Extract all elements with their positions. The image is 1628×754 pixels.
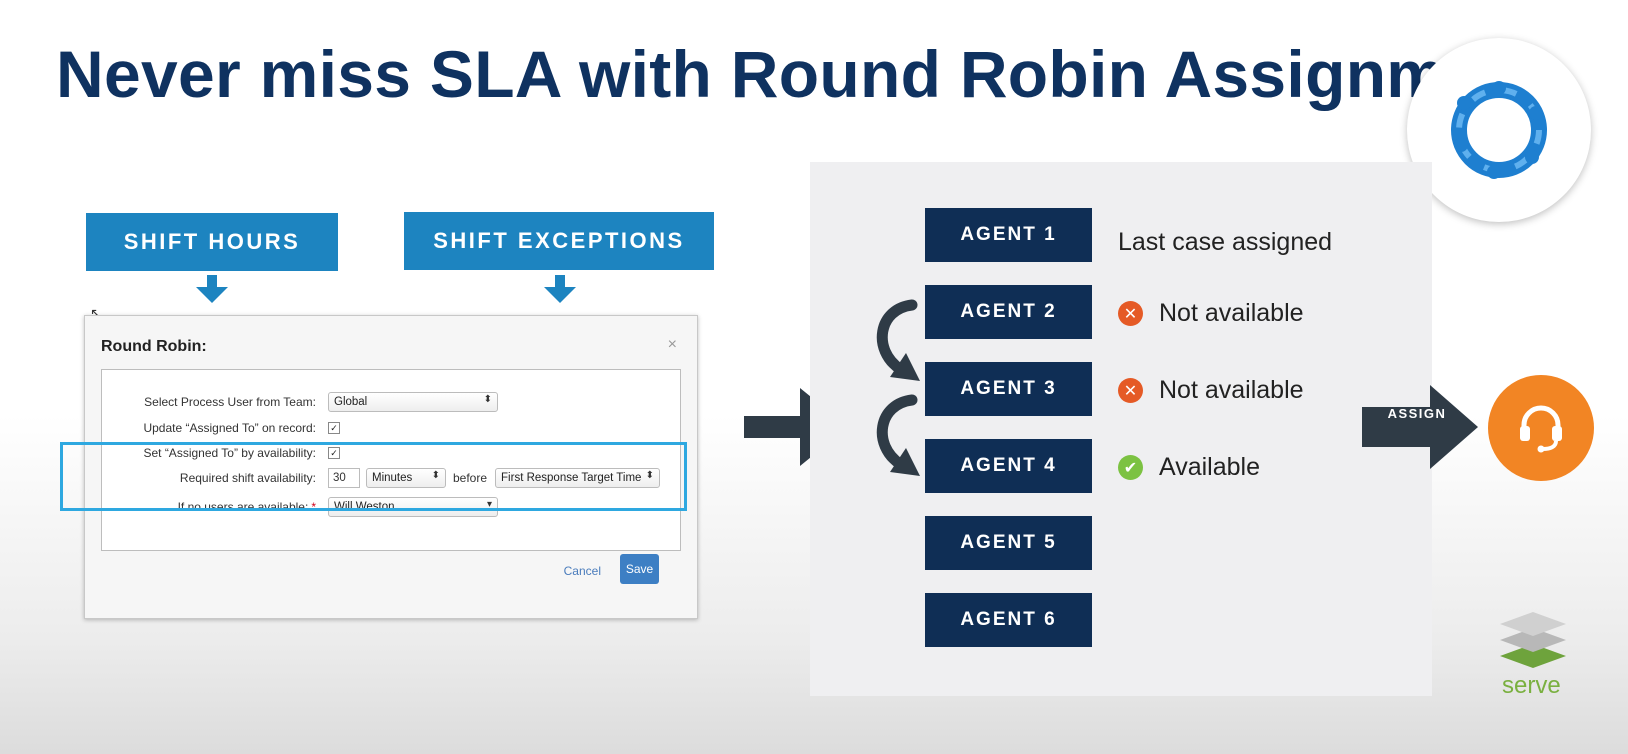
headset-agent-badge (1488, 375, 1594, 481)
agent-1-box: AGENT 1 (925, 208, 1092, 262)
process-user-row: Select Process User from Team: Global ⬍ (102, 391, 680, 413)
curved-arrow-icon (876, 394, 920, 476)
update-assigned-checkbox[interactable]: ✓ (328, 422, 340, 434)
target-time-select[interactable]: First Response Target Time ⬍ (495, 468, 661, 488)
process-user-label: Select Process User from Team: (144, 395, 316, 409)
agent-6-box: AGENT 6 (925, 593, 1092, 647)
shift-availability-label: Required shift availability: (179, 471, 316, 485)
update-assigned-row: Update “Assigned To” on record: ✓ (102, 417, 680, 439)
agent-5-box: AGENT 5 (925, 516, 1092, 570)
agent-2-status: ✕ Not available (1118, 299, 1304, 328)
agent-4-box: AGENT 4 (925, 439, 1092, 493)
serve-brand-text: serve (1502, 672, 1561, 699)
circle-people-logo-icon (1451, 81, 1547, 179)
availability-highlight-box (60, 442, 687, 511)
round-robin-dialog: Round Robin: × Select Process User from … (84, 315, 698, 619)
shift-availability-row: Required shift availability: 30 Minutes … (102, 467, 680, 489)
before-text: before (453, 471, 488, 485)
agent-4-status: ✔ Available (1118, 453, 1260, 482)
update-assigned-label: Update “Assigned To” on record: (143, 421, 316, 435)
set-assigned-row: Set “Assigned To” by availability: ✓ (102, 442, 680, 464)
updown-caret-icon: ⬍ (431, 470, 440, 481)
chevron-down-icon: ▾ (486, 499, 492, 510)
close-icon[interactable]: × (667, 336, 677, 353)
curved-arrow-icon (876, 299, 920, 381)
mouse-cursor-icon: ↖ (90, 305, 102, 321)
last-case-assigned-text: Last case assigned (1118, 228, 1333, 256)
dialog-body: Select Process User from Team: Global ⬍ … (101, 369, 681, 551)
set-assigned-label: Set “Assigned To” by availability: (143, 446, 316, 460)
x-circle-icon: ✕ (1118, 301, 1143, 326)
brand-logo (1407, 38, 1591, 222)
agent-4-status-text: Available (1159, 453, 1261, 481)
cancel-button[interactable]: Cancel (563, 564, 601, 578)
layers-icon (1500, 612, 1566, 668)
updown-caret-icon: ⬍ (483, 394, 492, 405)
headset-icon (1520, 405, 1562, 453)
assign-arrow-icon (1362, 385, 1478, 469)
agent-rotation-panel (810, 162, 1432, 696)
time-unit-select[interactable]: Minutes ⬍ (366, 468, 446, 488)
process-user-select[interactable]: Global ⬍ (328, 392, 498, 412)
agent-3-status: ✕ Not available (1118, 376, 1304, 405)
check-circle-icon: ✔ (1118, 455, 1143, 480)
slide-title: Never miss SLA with Round Robin Assignme… (56, 37, 1546, 111)
x-circle-icon: ✕ (1118, 378, 1143, 403)
assign-label: ASSIGN (1387, 406, 1447, 421)
shift-availability-input[interactable]: 30 (328, 468, 360, 488)
save-button[interactable]: Save (620, 554, 659, 584)
shift-exceptions-tag: SHIFT EXCEPTIONS (404, 212, 714, 270)
required-asterisk: * (311, 500, 316, 514)
time-unit-value: Minutes (372, 472, 413, 484)
updown-caret-icon: ⬍ (645, 470, 655, 481)
set-assigned-checkbox[interactable]: ✓ (328, 447, 340, 459)
process-user-value: Global (334, 396, 368, 408)
agent-2-status-text: Not available (1159, 299, 1304, 327)
dialog-title: Round Robin: (101, 338, 207, 355)
shift-hours-down-arrow-icon (196, 275, 228, 303)
agent-2-box: AGENT 2 (925, 285, 1092, 339)
shift-hours-tag: SHIFT HOURS (86, 213, 338, 271)
agent-3-status-text: Not available (1159, 376, 1304, 404)
shift-exceptions-down-arrow-icon (544, 275, 576, 303)
target-time-value: First Response Target Time (501, 472, 642, 484)
agent-3-box: AGENT 3 (925, 362, 1092, 416)
